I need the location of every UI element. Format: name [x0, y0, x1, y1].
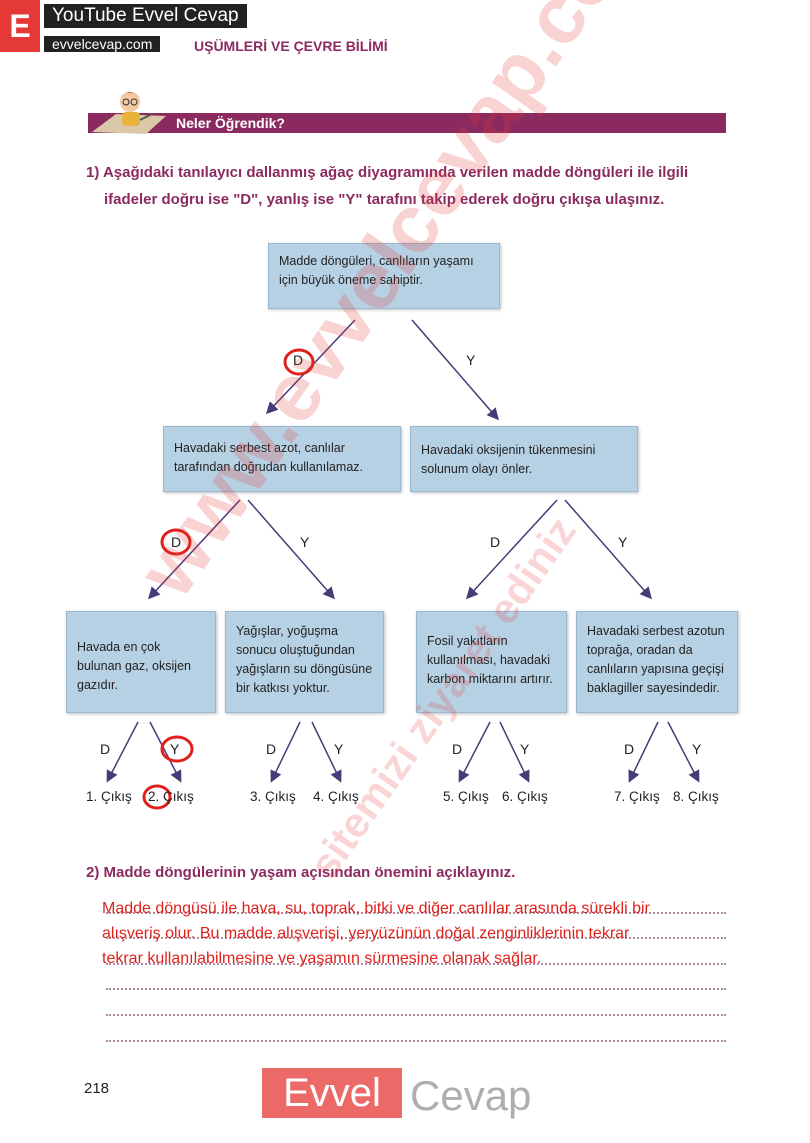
branch-d-label: D — [624, 741, 635, 757]
branch-d-label: D — [293, 352, 304, 368]
answer-text-line2: alışveriş olur. Bu madde alışverişi, yer… — [102, 925, 630, 942]
chapter-title: UŞÜMLERİ VE ÇEVRE BİLİMİ — [194, 38, 388, 54]
branch-y-label: Y — [300, 534, 310, 550]
exit-6: 6. Çıkış — [502, 789, 548, 804]
answer-line — [106, 988, 726, 991]
branch-y-label: Y — [520, 741, 530, 757]
branch-d-label: D — [100, 741, 111, 757]
tree-node-2-1: Havadaki serbest azot, canlılar tarafınd… — [163, 426, 401, 492]
answer-line — [106, 1040, 726, 1043]
branch-d-label: D — [490, 534, 501, 550]
exit-8: 8. Çıkış — [673, 789, 719, 804]
exit-7: 7. Çıkış — [614, 789, 660, 804]
exit-3: 3. Çıkış — [250, 789, 296, 804]
brand-url: evvelcevap.com — [44, 36, 161, 52]
branch-d-label: D — [266, 741, 277, 757]
watermark-logo-right: Cevap — [410, 1072, 532, 1119]
tree-node-3-3: Fosil yakıtların kullanılması, havadaki … — [416, 611, 567, 713]
branch-y-label: Y — [692, 741, 702, 757]
answer-text-line3: tekrar kullanılabilmesine ve yaşamın sür… — [102, 950, 542, 967]
branch-d-label: D — [171, 534, 182, 550]
exit-2: 2. Çıkış — [148, 789, 194, 804]
tree-root-box: Madde döngüleri, canlıların yaşamı için … — [268, 243, 500, 309]
answer-line — [106, 937, 726, 940]
watermark-logo-left: Evvel — [262, 1068, 402, 1118]
tree-node-3-2: Yağışlar, yoğuşma sonucu oluştuğundan ya… — [225, 611, 384, 713]
section-header-bar — [88, 113, 726, 133]
tree-node-2-2: Havadaki oksijenin tükenmesini solunum o… — [410, 426, 638, 492]
page-number: 218 — [84, 1080, 110, 1097]
brand-title: YouTube Evvel Cevap — [44, 4, 247, 28]
tree-node-3-1: Havada en çok bulunan gaz, oksijen gazıd… — [66, 611, 216, 713]
tree-connectors — [106, 319, 700, 810]
branch-y-label: Y — [334, 741, 344, 757]
student-writing-icon — [92, 92, 166, 134]
branch-y-label: Y — [170, 741, 180, 757]
answer-line — [106, 912, 726, 915]
branch-y-label: Y — [618, 534, 628, 550]
question1-line1: 1) Aşağıdaki tanılayıcı dallanmış ağaç d… — [86, 164, 689, 181]
branch-d-label: D — [452, 741, 463, 757]
exit-5: 5. Çıkış — [443, 789, 489, 804]
exit-4: 4. Çıkış — [313, 789, 359, 804]
answer-line — [106, 1014, 726, 1017]
question1-line2: ifadeler doğru ise "D", yanlış ise "Y" t… — [104, 191, 665, 208]
question2-text: 2) Madde döngülerinin yaşam açısından ön… — [86, 864, 516, 881]
tree-node-3-4: Havadaki serbest azotun toprağa, oradan … — [576, 611, 738, 713]
branch-y-label: Y — [466, 352, 476, 368]
brand-logo-letter: E — [0, 0, 40, 52]
answer-line — [106, 963, 726, 966]
exit-1: 1. Çıkış — [86, 789, 132, 804]
answer-text-line1: Madde döngüsü ile hava, su, toprak, bitk… — [102, 900, 650, 917]
section-title: Neler Öğrendik? — [176, 115, 285, 131]
